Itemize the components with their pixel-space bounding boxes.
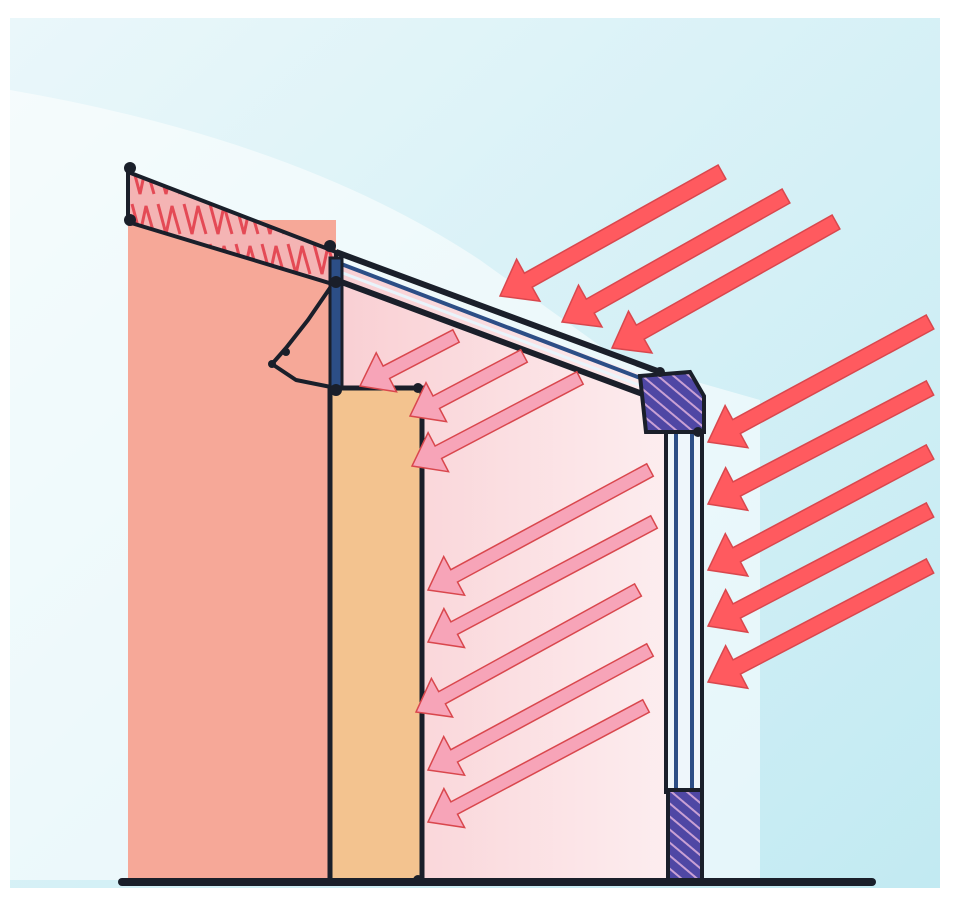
transmitted-solar-arrow-2 — [408, 348, 529, 423]
transmitted-solar-arrow-8 — [426, 698, 651, 829]
incoming-solar-arrow-3 — [610, 213, 841, 354]
eave-corner-block — [637, 369, 706, 434]
transmitted-solar-arrow-4 — [426, 462, 655, 597]
incoming-solar-arrow-8 — [706, 557, 935, 690]
transmitted-solar-arrow-1 — [358, 328, 461, 393]
transmitted-solar-arrows — [358, 328, 659, 829]
incoming-solar-arrow-5 — [706, 379, 935, 512]
incoming-solar-arrow-6 — [706, 443, 935, 577]
interior-blind — [268, 286, 337, 390]
transmitted-solar-arrow-3 — [410, 370, 585, 473]
incoming-solar-arrow-4 — [706, 313, 935, 449]
incoming-solar-arrow-2 — [560, 187, 791, 328]
transmitted-solar-arrow-6 — [414, 582, 643, 718]
incoming-solar-arrow-1 — [498, 163, 727, 303]
frame-joints — [124, 162, 703, 885]
transmitted-solar-arrow-5 — [426, 514, 659, 649]
glazed-roof — [334, 249, 662, 399]
house-wall — [128, 220, 336, 880]
glazing-base-block — [666, 788, 704, 882]
thermal-mass-wall — [327, 385, 425, 885]
vertical-glazing — [664, 430, 704, 794]
incoming-solar-arrow-7 — [706, 501, 935, 634]
incoming-solar-arrows — [498, 163, 935, 690]
transmitted-solar-arrow-7 — [426, 642, 655, 777]
